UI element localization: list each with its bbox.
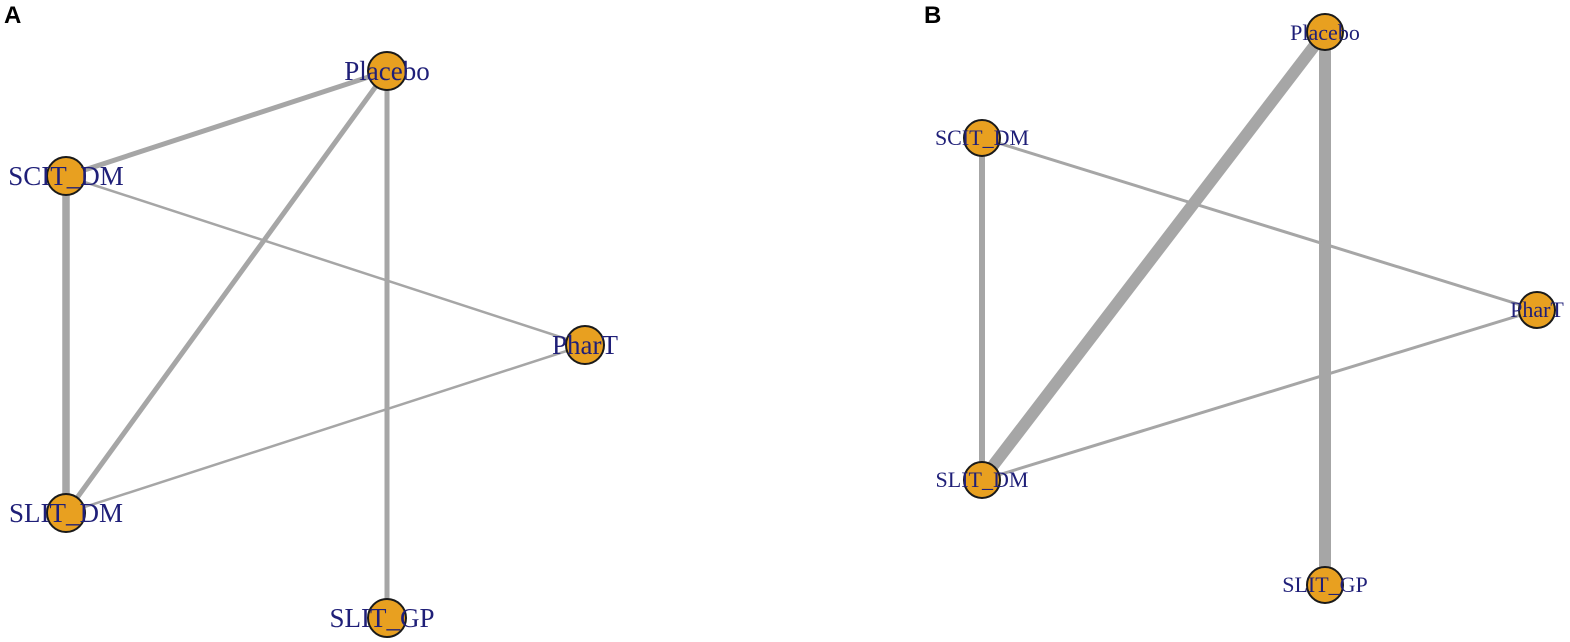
node-phart	[565, 325, 605, 365]
node-label-placebo: Placebo	[344, 56, 429, 86]
edge-slitdm-phart	[981, 308, 1538, 482]
edge-slitdm-phart	[65, 343, 586, 515]
node-label-scit: SCIT_DM	[935, 125, 1029, 150]
edge-placebo-slitdm	[977, 28, 1330, 484]
node-label-slitdm: SLIT_DM	[936, 467, 1029, 492]
node-label-phart: PharT	[1510, 297, 1564, 322]
node-scit	[963, 119, 1001, 157]
edge-placebo-slitdm	[63, 69, 390, 515]
node-phart	[1518, 291, 1556, 329]
node-label-scit: SCIT_DM	[8, 161, 124, 191]
panel-b-letter: B	[924, 2, 942, 29]
node-slitdm	[46, 493, 86, 533]
node-label-slitgp: SLIT_GP	[329, 603, 434, 633]
edge-scit-phart	[65, 174, 586, 347]
node-placebo	[367, 51, 407, 91]
node-slitgp	[1306, 566, 1344, 604]
panel-a-letter: A	[4, 2, 22, 29]
node-label-phart: PharT	[552, 330, 618, 360]
node-placebo	[1306, 13, 1344, 51]
node-slitgp	[367, 598, 407, 638]
node-label-placebo: Placebo	[1290, 20, 1360, 45]
node-label-slitdm: SLIT_DM	[9, 498, 123, 528]
node-scit	[46, 156, 86, 196]
edge-scit-phart	[981, 136, 1538, 312]
node-slitdm	[963, 461, 1001, 499]
edge-placebo-scit	[65, 68, 388, 179]
node-label-slitgp: SLIT_GP	[1282, 572, 1368, 597]
